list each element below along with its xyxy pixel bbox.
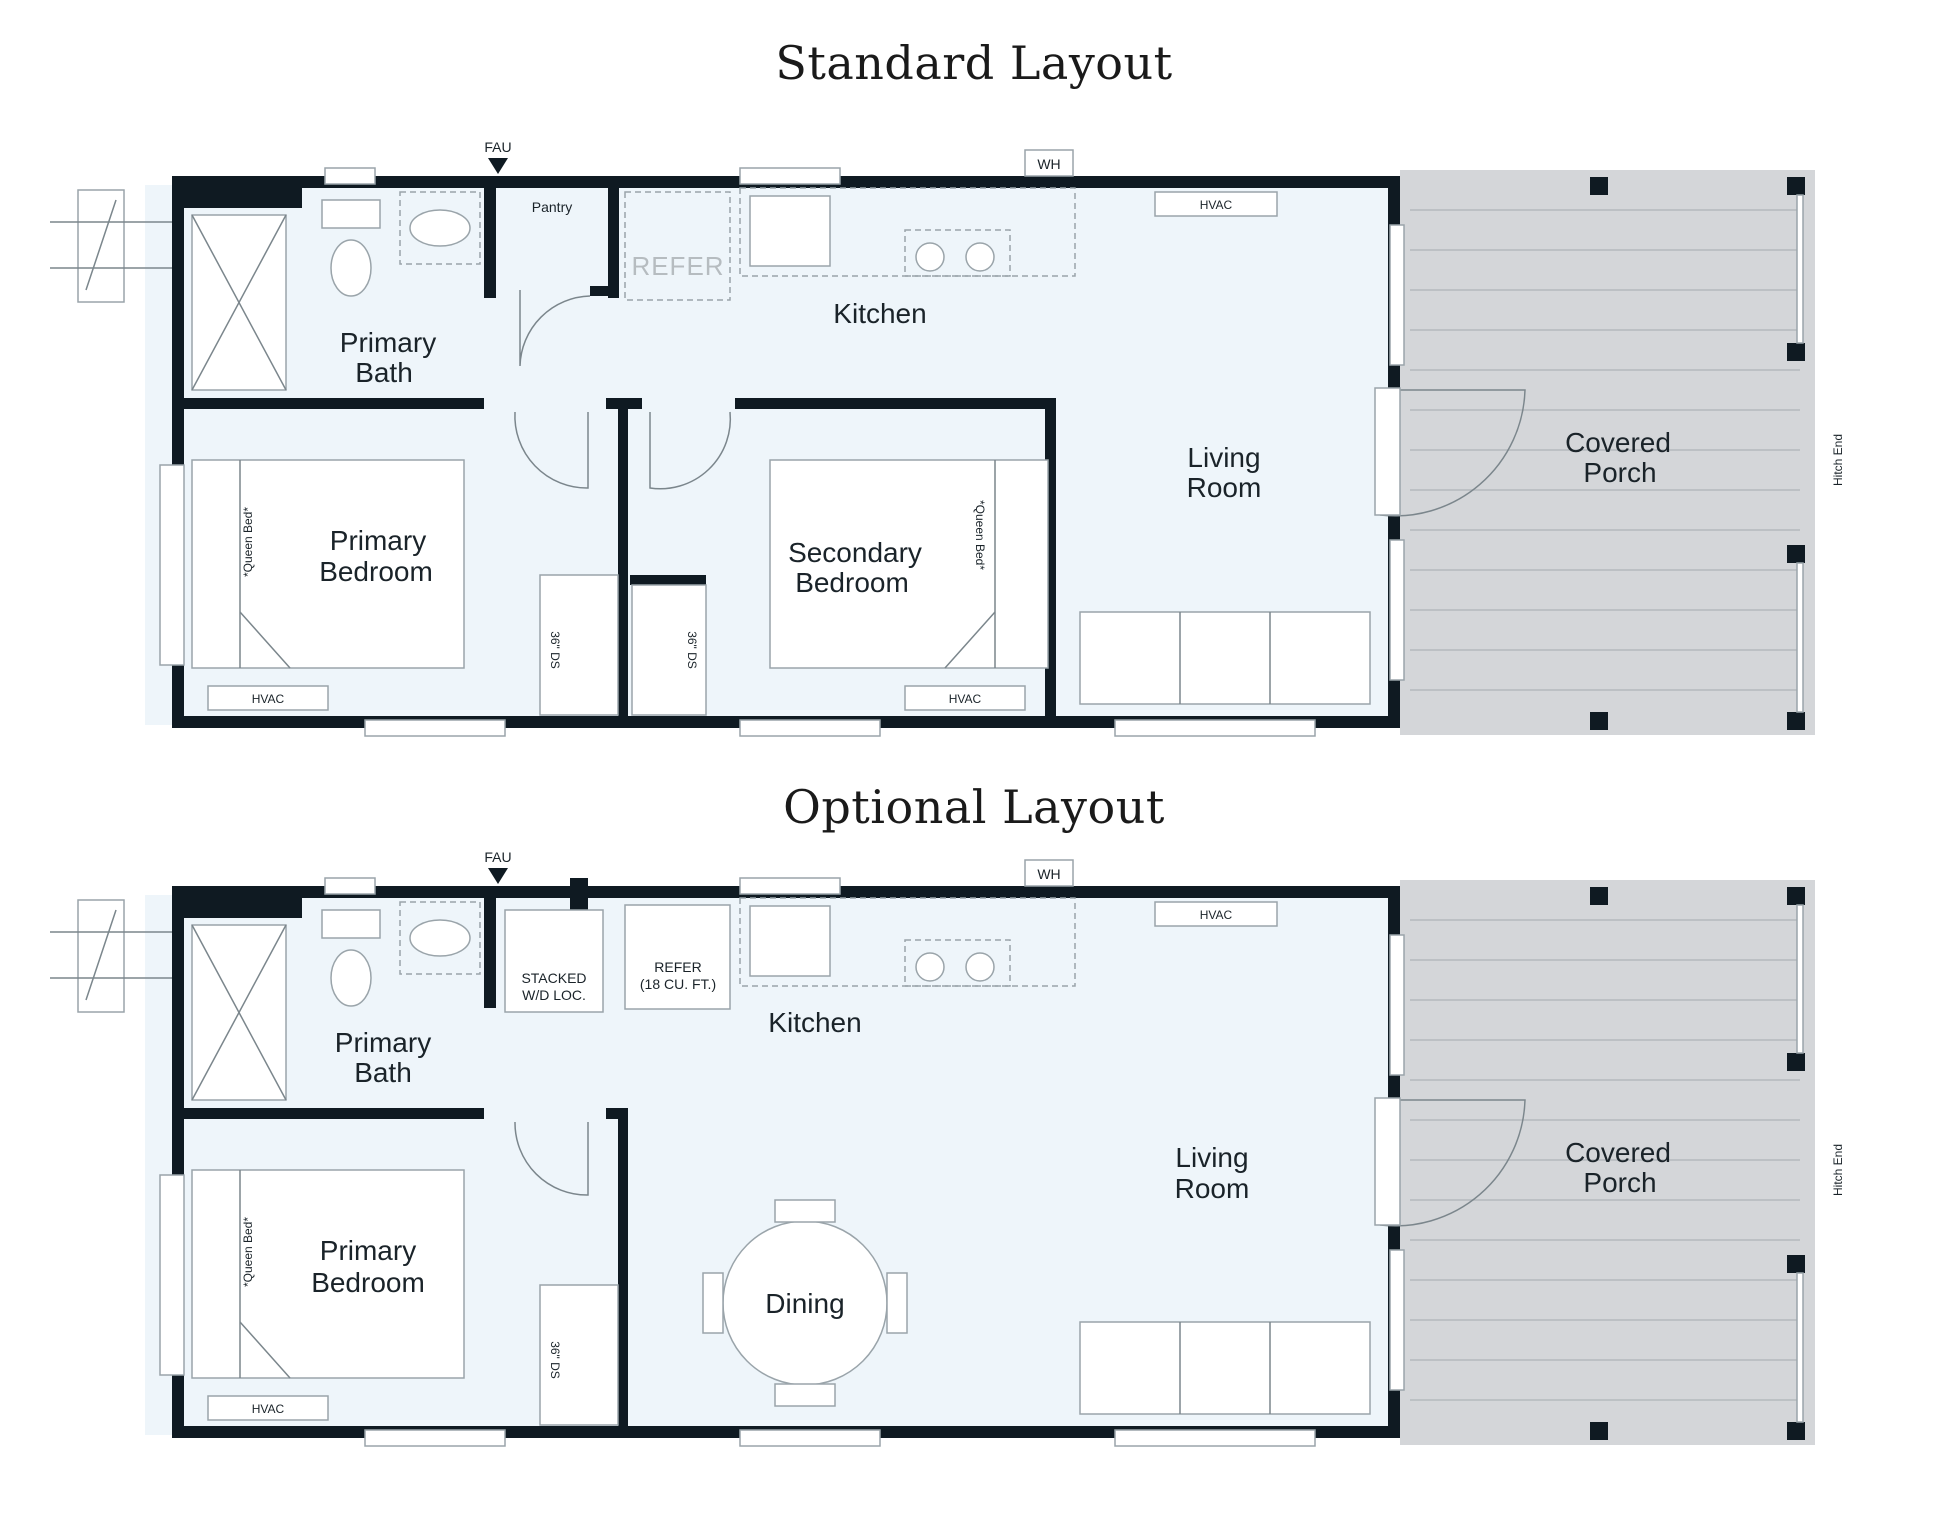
kitchen-label: Kitchen — [833, 298, 926, 329]
dining-label: Dining — [765, 1288, 844, 1319]
closet-1-label: 36" DS — [548, 1341, 562, 1379]
fau-label: FAU — [484, 139, 511, 155]
fau-arrow-icon — [488, 158, 508, 174]
living-room-label-1: Living — [1175, 1142, 1248, 1173]
optional-floor-plan: FAU WH HVAC HVAC STACKED W/D LOC. REFER … — [50, 849, 1845, 1447]
dining-table — [702, 1199, 908, 1407]
primary-bath-label-1: Primary — [335, 1027, 431, 1058]
water-heater — [1024, 859, 1074, 887]
sofa — [1079, 1321, 1371, 1415]
closet-2-label: 36" DS — [685, 631, 699, 669]
closet-1-label: 36" DS — [548, 631, 562, 669]
hvac-primary-label: HVAC — [252, 692, 285, 706]
sofa — [1079, 611, 1371, 705]
water-heater — [1024, 149, 1074, 177]
primary-bath-label-2: Bath — [355, 357, 413, 388]
hvac-kitchen-label: HVAC — [1200, 198, 1233, 212]
hitch-end-label: Hitch End — [1831, 1144, 1845, 1196]
bathroom-fixtures — [191, 901, 481, 1101]
primary-bedroom-label-2: Bedroom — [311, 1267, 425, 1298]
fau-arrow-icon — [488, 868, 508, 884]
primary-bedroom-label-1: Primary — [320, 1235, 416, 1266]
hitch-end-label: Hitch End — [1831, 434, 1845, 486]
refer-label: REFER — [631, 251, 724, 281]
hvac-primary-label: HVAC — [252, 1402, 285, 1416]
stacked-wd-label-2: W/D LOC. — [522, 987, 586, 1003]
living-room-label-1: Living — [1187, 442, 1260, 473]
covered-porch-deck — [1400, 880, 1815, 1445]
living-room-label-2: Room — [1175, 1173, 1250, 1204]
refer-label-1: REFER — [654, 959, 701, 975]
windows — [159, 167, 1405, 737]
living-room-label-2: Room — [1187, 472, 1262, 503]
bedroom-furniture — [191, 1169, 619, 1426]
covered-porch-label-2: Porch — [1583, 1167, 1656, 1198]
wh-label: WH — [1037, 866, 1060, 882]
doors — [514, 1097, 1526, 1227]
queen-bed-primary-label: *Queen Bed* — [241, 507, 255, 577]
appliances — [504, 897, 1076, 1013]
optional-layout-title: Optional Layout — [783, 780, 1165, 834]
wh-label: WH — [1037, 156, 1060, 172]
hitch — [50, 899, 172, 1013]
hvac-kitchen-label: HVAC — [1200, 908, 1233, 922]
hitch — [50, 189, 172, 303]
bedroom-furniture — [191, 459, 1049, 716]
bathroom-fixtures — [191, 191, 481, 391]
primary-bath-label-2: Bath — [354, 1057, 412, 1088]
primary-bedroom-label-1: Primary — [330, 525, 426, 556]
covered-porch-deck — [1400, 170, 1815, 735]
covered-porch-label-1: Covered — [1565, 427, 1671, 458]
doors — [514, 290, 1526, 517]
kitchen-label: Kitchen — [768, 1007, 861, 1038]
secondary-bedroom-label-2: Bedroom — [795, 567, 909, 598]
standard-layout-title: Standard Layout — [775, 36, 1173, 90]
windows — [159, 877, 1405, 1447]
primary-bath-label-1: Primary — [340, 327, 436, 358]
standard-floor-plan: FAU WH HVAC HVAC HVAC Pantry REFER Kitch… — [50, 139, 1845, 737]
hvac-secondary-label: HVAC — [949, 692, 982, 706]
covered-porch-label-1: Covered — [1565, 1137, 1671, 1168]
refer-label-2: (18 CU. FT.) — [640, 976, 716, 992]
stacked-wd-label-1: STACKED — [521, 970, 586, 986]
hvac-units — [207, 191, 1278, 711]
queen-bed-primary-label: *Queen Bed* — [241, 1217, 255, 1287]
covered-porch-label-2: Porch — [1583, 457, 1656, 488]
pantry-label: Pantry — [532, 199, 572, 215]
secondary-bedroom-label-1: Secondary — [788, 537, 922, 568]
kitchen-fixtures — [624, 187, 1076, 301]
hvac-units — [207, 901, 1278, 1421]
fau-label: FAU — [484, 849, 511, 865]
queen-bed-secondary-label: *Queen Bed* — [973, 500, 987, 570]
primary-bedroom-label-2: Bedroom — [319, 556, 433, 587]
